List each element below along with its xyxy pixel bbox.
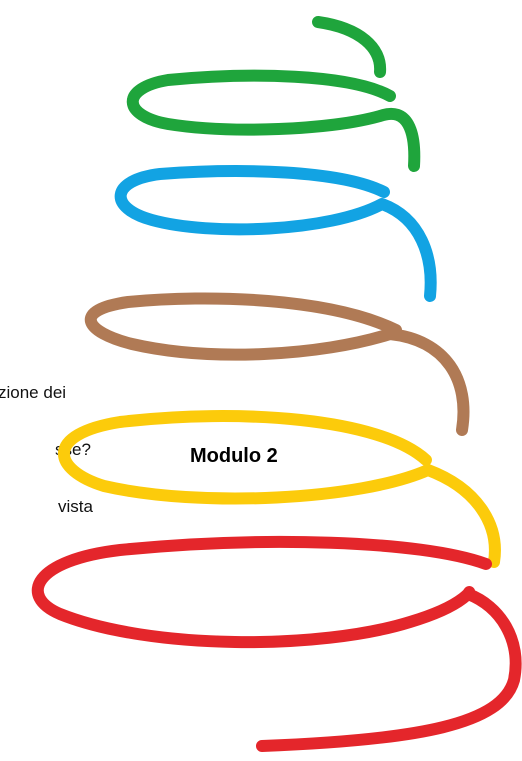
side-text-line-3: vista: [58, 497, 93, 516]
brown-coil: [85, 292, 470, 436]
red-coil: [31, 535, 522, 752]
side-text-line-1: zione dei: [0, 383, 67, 402]
yellow-coil: [58, 410, 501, 568]
blue-coil: [114, 165, 437, 302]
green-coil: [126, 16, 421, 172]
module-label: Modulo 2: [190, 445, 278, 467]
